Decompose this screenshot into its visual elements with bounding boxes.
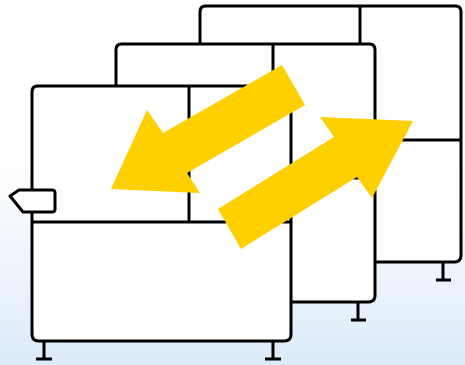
arrow-up-right-icon [218, 117, 413, 249]
arrow-down-left-icon [111, 65, 305, 193]
handle-icon [8, 188, 57, 214]
unit-front-lower-cabinet [30, 220, 293, 343]
